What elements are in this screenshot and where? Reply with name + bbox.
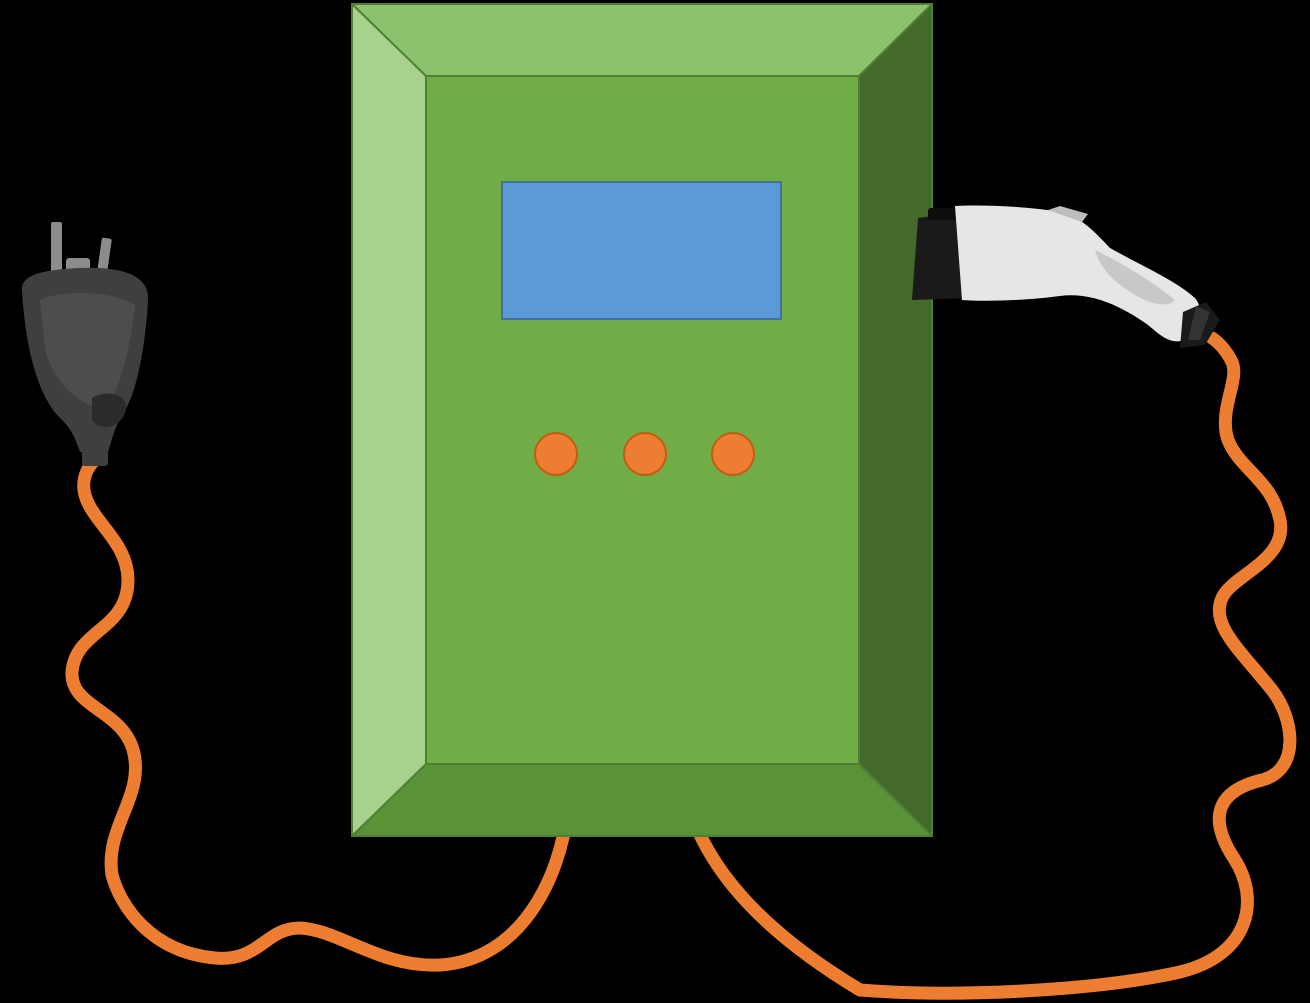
cables bbox=[65, 331, 1297, 1000]
case-left-bevel bbox=[352, 4, 426, 836]
case-right-bevel bbox=[859, 4, 932, 836]
charger-case bbox=[351, 3, 933, 837]
wall-plug-icon bbox=[21, 222, 149, 466]
case-top-bevel bbox=[352, 4, 932, 76]
case-bottom-bevel bbox=[352, 764, 932, 836]
button-icon[interactable] bbox=[534, 432, 578, 476]
button-icon[interactable] bbox=[623, 432, 667, 476]
case-face bbox=[426, 76, 859, 764]
case-outlines bbox=[351, 3, 933, 837]
ev-connector-icon bbox=[912, 205, 1220, 348]
display-screen-icon bbox=[501, 181, 782, 320]
input-cable bbox=[65, 451, 575, 972]
button-icon[interactable] bbox=[711, 432, 755, 476]
output-cable bbox=[683, 331, 1297, 1000]
